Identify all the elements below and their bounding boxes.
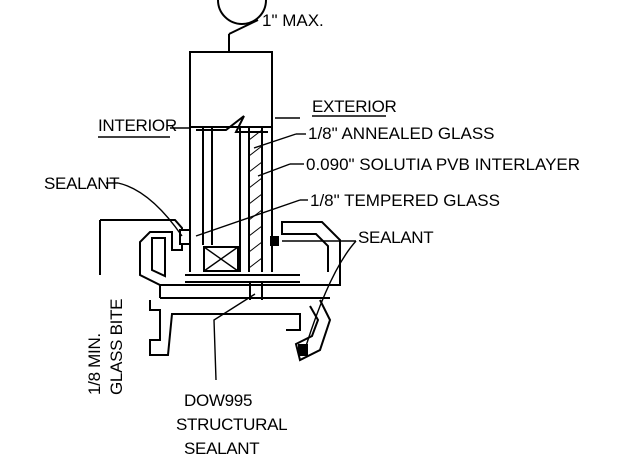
glass-bite-line2: GLASS BITE — [107, 299, 126, 395]
structural-line3: SEALANT — [184, 439, 259, 458]
structural-sealant-callout: DOW995 STRUCTURAL SEALANT — [176, 293, 288, 458]
interior-callout: INTERIOR — [98, 116, 190, 138]
annealed-glass-label: 1/8" ANNEALED GLASS — [308, 124, 495, 143]
tempered-glass-callout: 1/8" TEMPERED GLASS — [195, 191, 500, 237]
frame-profile — [99, 219, 341, 362]
left-sealant-label: SEALANT — [44, 174, 119, 193]
exterior-label: EXTERIOR — [312, 97, 397, 116]
right-sealant-callout: SEALANT — [282, 228, 434, 347]
max-dimension-label: 1" MAX. — [262, 11, 324, 30]
right-sealant-label: SEALANT — [358, 228, 433, 247]
structural-line1: DOW995 — [184, 391, 252, 410]
pvb-interlayer-callout: 0.090" SOLUTIA PVB INTERLAYER — [257, 155, 580, 177]
lower-sealant-bead — [298, 344, 308, 356]
annealed-glass-callout: 1/8" ANNEALED GLASS — [253, 124, 495, 149]
left-sealant-callout: SEALANT — [44, 174, 183, 237]
exterior-callout: EXTERIOR — [275, 97, 397, 119]
tempered-glass-label: 1/8" TEMPERED GLASS — [310, 191, 500, 210]
glass-bite-line1: 1/8 MIN. — [85, 333, 104, 395]
pvb-interlayer-label: 0.090" SOLUTIA PVB INTERLAYER — [306, 155, 580, 174]
max-dimension: 1" MAX. — [228, 11, 324, 52]
glass-bite-callout: 1/8 MIN. GLASS BITE — [85, 299, 126, 395]
structural-line2: STRUCTURAL — [176, 415, 287, 434]
interior-label: INTERIOR — [98, 116, 177, 135]
left-sealant-bead — [179, 229, 191, 245]
right-sealant-bead — [270, 236, 279, 246]
detail-callout-circle — [217, 0, 267, 25]
pvb-hatch — [248, 129, 263, 269]
glass-unit — [189, 51, 273, 272]
